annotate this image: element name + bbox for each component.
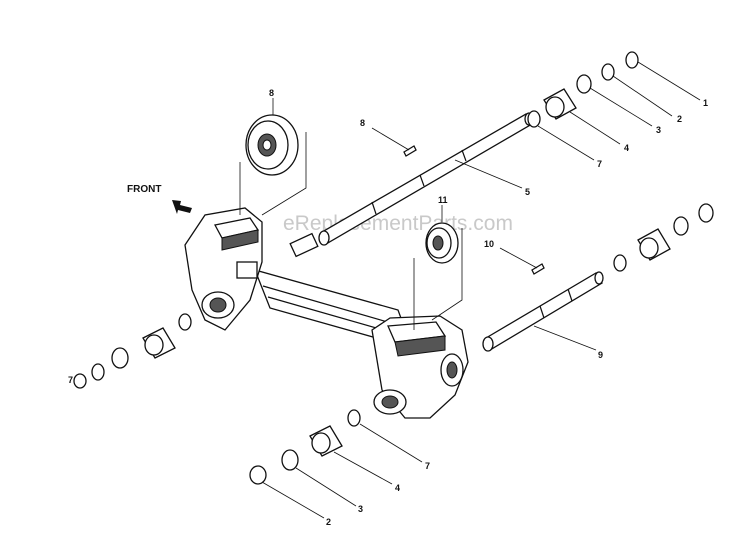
front-direction-arrow-icon <box>172 200 192 214</box>
leader-key-10 <box>499 247 538 269</box>
leader-top-4 <box>569 111 621 145</box>
leader-top-3 <box>589 87 653 127</box>
callout-top-4: 4 <box>624 143 629 153</box>
gear-8 <box>245 114 299 176</box>
guide-gear-8-right <box>261 132 307 216</box>
key-lower <box>531 263 545 275</box>
leader-bottom-4 <box>333 451 393 485</box>
leader-top-5 <box>454 159 523 189</box>
callout-bottom-3: 3 <box>358 504 363 514</box>
upper-right-parts-stack <box>527 51 639 128</box>
callout-gear-11: 11 <box>438 195 448 205</box>
front-label: FRONT <box>127 184 161 195</box>
callout-key-10: 10 <box>484 239 494 249</box>
guide-gear-11-right <box>431 228 463 321</box>
bottom-parts-stack <box>249 409 361 485</box>
callout-top-5: 5 <box>525 187 530 197</box>
key-upper <box>403 145 417 157</box>
leader-key-8 <box>371 127 410 151</box>
callout-top-1: 1 <box>703 98 708 108</box>
leader-bottom-2 <box>261 481 325 519</box>
callout-key-8: 8 <box>360 118 365 128</box>
transmission-housing <box>184 207 469 419</box>
callout-right-9: 9 <box>598 350 603 360</box>
callout-bottom-4: 4 <box>395 483 400 493</box>
callout-top-7: 7 <box>597 159 602 169</box>
right-parts-stack <box>613 203 714 272</box>
callout-gear-8: 8 <box>269 88 274 98</box>
lower-shaft <box>482 271 604 352</box>
left-lower-parts-stack <box>73 313 192 389</box>
gear-11 <box>425 222 459 264</box>
callout-top-2: 2 <box>677 114 682 124</box>
callout-left-7: 7 <box>68 375 73 385</box>
leader-top-1 <box>637 61 701 101</box>
callout-bottom-2: 2 <box>326 517 331 527</box>
leader-right-9 <box>533 325 597 351</box>
callout-bottom-7: 7 <box>425 461 430 471</box>
watermark-text: eReplacementParts.com <box>283 212 513 235</box>
leader-top-2 <box>612 75 673 117</box>
callout-top-3: 3 <box>656 125 661 135</box>
leader-top-7 <box>537 125 595 161</box>
leader-bottom-7 <box>359 423 423 463</box>
leader-bottom-3 <box>295 467 357 507</box>
